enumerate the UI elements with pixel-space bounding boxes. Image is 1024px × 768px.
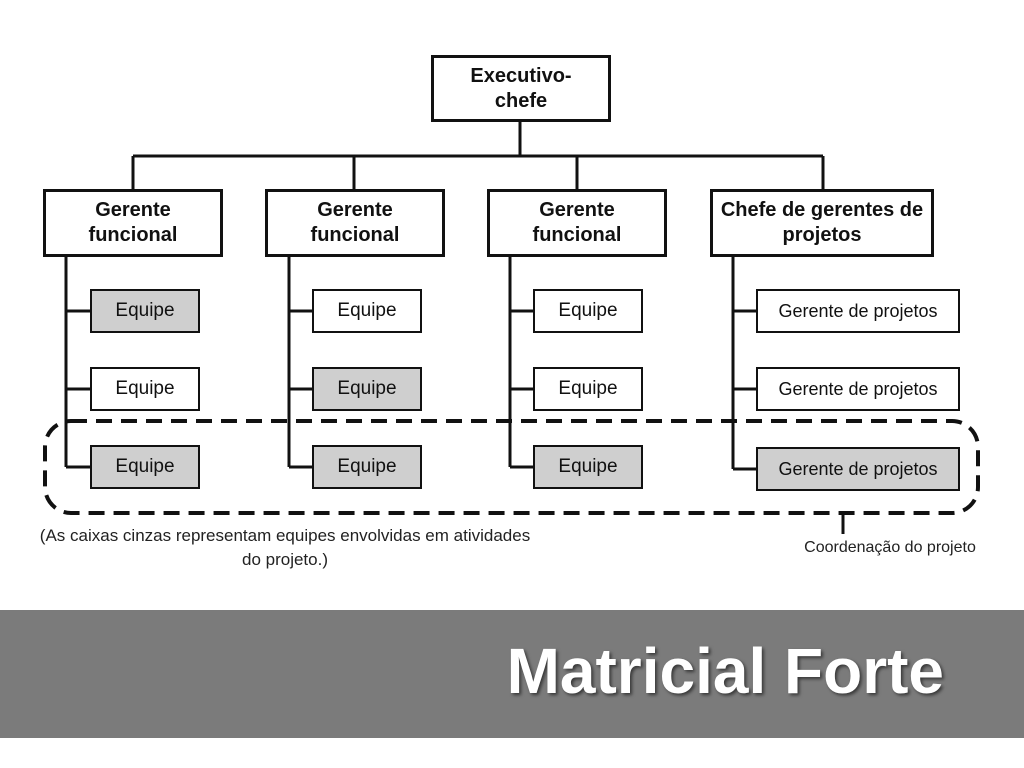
executive-box: Executivo-chefe bbox=[431, 55, 611, 122]
manager-label: Gerente funcional bbox=[88, 199, 178, 246]
legend-note: (As caixas cinzas representam equipes en… bbox=[39, 526, 531, 569]
team-box: Equipe bbox=[533, 289, 643, 333]
team-label: Equipe bbox=[558, 300, 618, 321]
manager-box-2: Gerente funcional bbox=[265, 189, 445, 257]
executive-label: Executivo-chefe bbox=[470, 64, 572, 112]
title-band: Matricial Forte bbox=[0, 610, 1024, 738]
team-box: Equipe bbox=[533, 445, 643, 489]
manager-box-3: Gerente funcional bbox=[487, 189, 667, 257]
manager-label: Gerente funcional bbox=[310, 199, 400, 246]
manager-label: Gerente funcional bbox=[532, 199, 622, 246]
team-box: Equipe bbox=[90, 289, 200, 333]
project-manager-label: Gerente de projetos bbox=[778, 300, 938, 321]
team-box: Equipe bbox=[533, 367, 643, 411]
project-manager-label: Gerente de projetos bbox=[778, 378, 938, 399]
team-box: Equipe bbox=[90, 367, 200, 411]
manager-box-1: Gerente funcional bbox=[43, 189, 223, 257]
team-label: Equipe bbox=[337, 378, 397, 399]
project-manager-box: Gerente de projetos bbox=[756, 289, 960, 333]
team-label: Equipe bbox=[558, 378, 618, 399]
coordination-label: Coordenação do projeto bbox=[804, 539, 976, 556]
manager-label: Chefe de gerentes de projetos bbox=[720, 199, 924, 246]
org-chart: Executivo-chefe Gerente funcional Gerent… bbox=[39, 55, 980, 569]
team-label: Equipe bbox=[115, 378, 175, 399]
project-manager-label: Gerente de projetos bbox=[778, 458, 938, 479]
team-box: Equipe bbox=[312, 445, 422, 489]
team-label: Equipe bbox=[115, 300, 175, 321]
team-box: Equipe bbox=[312, 367, 422, 411]
project-manager-box: Gerente de projetos bbox=[756, 447, 960, 491]
manager-box-4: Chefe de gerentes de projetos bbox=[710, 189, 934, 257]
team-label: Equipe bbox=[337, 456, 397, 477]
project-manager-box: Gerente de projetos bbox=[756, 367, 960, 411]
slide-title: Matricial Forte bbox=[506, 635, 944, 707]
team-label: Equipe bbox=[115, 456, 175, 477]
team-label: Equipe bbox=[337, 300, 397, 321]
team-box: Equipe bbox=[312, 289, 422, 333]
team-label: Equipe bbox=[558, 456, 618, 477]
team-box: Equipe bbox=[90, 445, 200, 489]
connector-lines bbox=[43, 122, 980, 534]
project-coordination-outline bbox=[43, 419, 980, 515]
